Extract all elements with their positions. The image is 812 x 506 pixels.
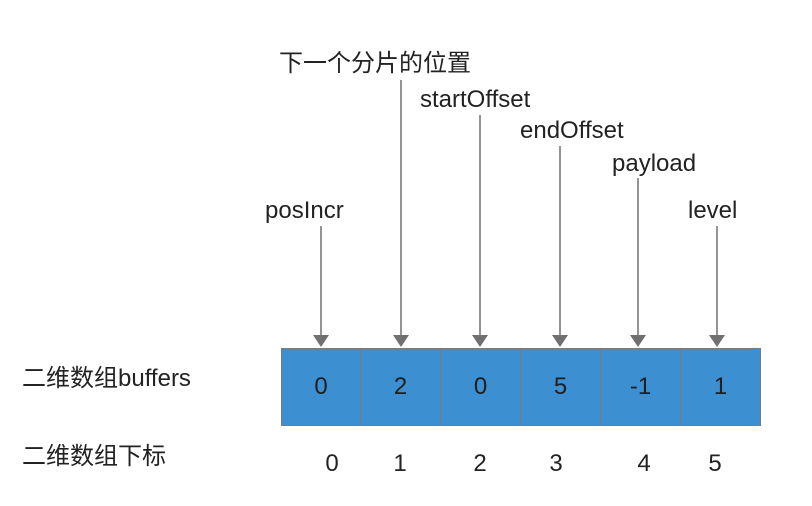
label-start-offset: startOffset — [420, 86, 531, 113]
arrow-group — [313, 80, 725, 347]
label-payload: payload — [612, 150, 697, 177]
label-pos-incr: posIncr — [265, 197, 344, 224]
buffers-row-label: 二维数组buffers — [22, 365, 191, 392]
index-row-label: 二维数组下标 — [22, 443, 166, 470]
arrow-payload-head — [630, 335, 646, 347]
label-end-offset: endOffset — [520, 117, 624, 144]
buffer-cell: 5 — [521, 348, 601, 426]
index-value: 5 — [708, 450, 722, 477]
label-level: level — [688, 197, 738, 224]
arrow-end-offset-head — [552, 335, 568, 347]
arrow-next-slice-head — [393, 335, 409, 347]
buffer-cell: -1 — [601, 348, 681, 426]
arrow-level-head — [709, 335, 725, 347]
buffer-cell: 2 — [361, 348, 441, 426]
buffers-array: 0 2 0 5 -1 1 — [281, 348, 761, 426]
index-value: 3 — [549, 450, 563, 477]
buffer-cell: 0 — [441, 348, 521, 426]
index-value: 2 — [473, 450, 487, 477]
buffer-cell: 0 — [281, 348, 361, 426]
label-next-slice-position: 下一个分片的位置 — [279, 50, 471, 77]
index-value: 4 — [637, 450, 651, 477]
arrow-pos-incr-head — [313, 335, 329, 347]
index-value: 1 — [393, 450, 407, 477]
buffer-cell: 1 — [681, 348, 761, 426]
arrow-start-offset-head — [472, 335, 488, 347]
index-value: 0 — [325, 450, 339, 477]
